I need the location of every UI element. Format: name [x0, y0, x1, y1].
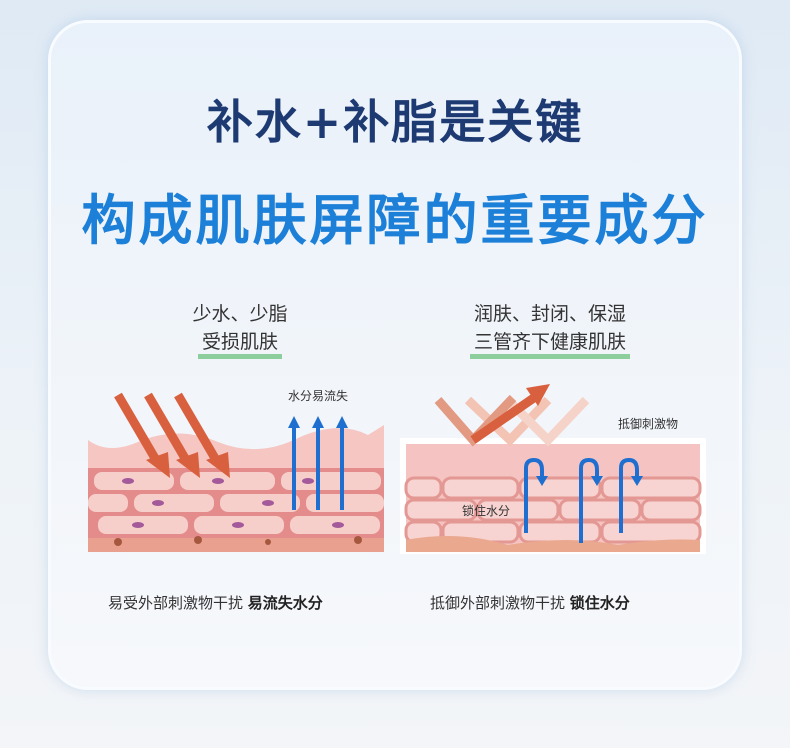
- moisture-lock-arrows: [524, 457, 639, 543]
- damaged-skin-illustration: 水分易流失: [88, 388, 384, 552]
- subheadline: 构成肌肤屏障的重要成分: [81, 189, 709, 252]
- right-label-line2: 三管齐下健康肌肤: [469, 330, 630, 359]
- water-loss-annotation: 水分易流失: [288, 388, 348, 403]
- left-caption-emphasis: 易流失水分: [247, 594, 323, 612]
- right-label: 润肤、封闭、保湿 三管齐下健康肌肤: [430, 300, 670, 359]
- healthy-skin-illustration: 抵御刺激物 锁住水分: [400, 384, 706, 554]
- irritant-arrows: [114, 392, 230, 478]
- lock-moisture-annotation: 锁住水分: [462, 503, 510, 518]
- right-caption-emphasis: 锁住水分: [569, 594, 630, 612]
- left-caption: 易受外部刺激物干扰 易流失水分: [108, 592, 323, 613]
- right-label-line1: 润肤、封闭、保湿: [473, 303, 626, 325]
- left-caption-text: 易受外部刺激物干扰: [108, 594, 244, 612]
- left-label: 少水、少脂 受损肌肤: [140, 300, 340, 359]
- headline: 补水+补脂是关键: [206, 95, 584, 149]
- left-label-line1: 少水、少脂: [192, 303, 288, 325]
- deflected-arrows: [434, 384, 590, 447]
- right-caption: 抵御外部刺激物干扰 锁住水分: [430, 592, 630, 613]
- resist-irritant-annotation: 抵御刺激物: [618, 416, 678, 431]
- right-caption-text: 抵御外部刺激物干扰: [430, 594, 566, 612]
- water-loss-arrows: [288, 416, 348, 510]
- left-label-line2: 受损肌肤: [197, 330, 282, 359]
